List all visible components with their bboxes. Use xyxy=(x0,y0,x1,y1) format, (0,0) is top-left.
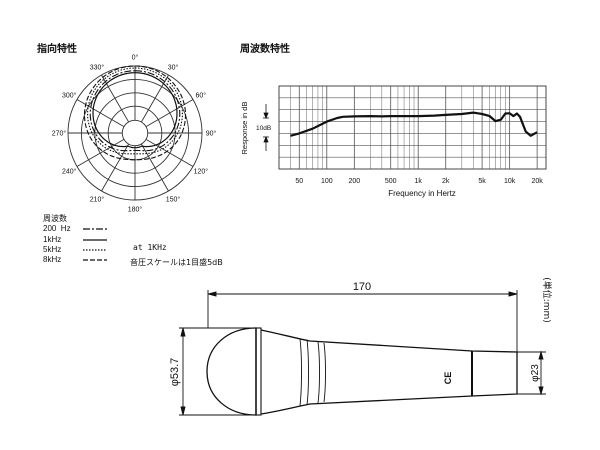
freq-plot-frame xyxy=(278,85,547,170)
legend-item: 8kHz xyxy=(43,255,107,265)
legend-label: 1kHz xyxy=(43,234,62,244)
polar-angle-label: 60° xyxy=(196,92,207,100)
freq-title: 周波数特性 xyxy=(240,44,290,55)
legend-label: 200 Hz xyxy=(43,224,71,234)
freq-tick-label: 2k xyxy=(442,178,450,185)
legend-label: 8kHz xyxy=(43,255,62,265)
legend-swatch xyxy=(83,249,107,251)
legend-item: 1kHz xyxy=(43,235,107,245)
freq-tick-label: 200 xyxy=(348,178,360,185)
unit-label: (単位:mm) xyxy=(541,277,553,323)
legend-title: 周波数 xyxy=(43,214,67,223)
legend-label: 5kHz xyxy=(43,244,62,254)
polar-spoke xyxy=(76,99,125,128)
freq-tick-label: 500 xyxy=(385,178,397,185)
freq-ylabel: Response in dB xyxy=(240,102,249,155)
mic-grille xyxy=(206,327,257,416)
polar-angle-label: 0° xyxy=(132,54,139,62)
legend-swatch xyxy=(83,239,107,241)
polar-angle-label: 150° xyxy=(166,195,181,203)
polar-angle-label: 90° xyxy=(206,130,217,138)
polar-grid xyxy=(67,65,203,201)
polar-angle-label: 210° xyxy=(90,195,105,203)
note-reference: at 1KHz xyxy=(133,243,167,252)
polar-spoke xyxy=(145,138,194,167)
polar-angle-label: 180° xyxy=(128,206,143,214)
polar-angle-label: 300° xyxy=(62,92,77,100)
legend-item: 5kHz xyxy=(43,245,107,255)
polar-curves xyxy=(83,65,187,161)
ce-mark-icon: CE xyxy=(443,372,453,385)
polar-spoke xyxy=(76,138,125,167)
freq-tick-label: 5k xyxy=(478,178,486,185)
polar-angle-label: 330° xyxy=(90,64,105,72)
freq-tick-label: 10k xyxy=(504,178,516,185)
freq-tick-label: 100 xyxy=(321,178,333,185)
tail-diameter-label: φ23 xyxy=(530,364,541,382)
polar-curve xyxy=(89,70,181,152)
legend-swatch xyxy=(83,259,107,261)
legend-swatch xyxy=(83,228,107,231)
polar-title: 指向特性 xyxy=(37,44,77,55)
freq-grid xyxy=(278,85,547,170)
polar-spoke xyxy=(140,74,169,123)
mic-body xyxy=(260,329,518,415)
freq-response-line xyxy=(290,111,538,137)
head-diameter-label: φ53.7 xyxy=(169,358,181,387)
freq-tick-label: 20k xyxy=(531,178,543,185)
freq-tick-label: 1k xyxy=(415,178,423,185)
note-scale: 音圧スケールは1目盛5dB xyxy=(130,258,223,267)
freq-tick-label: 50 xyxy=(295,178,303,185)
polar-angle-label: 30° xyxy=(168,64,179,72)
scale-marker xyxy=(263,104,269,151)
scale-label: 10dB xyxy=(256,125,271,132)
polar-spoke xyxy=(101,74,130,123)
polar-spoke xyxy=(101,143,130,192)
polar-angle-label: 120° xyxy=(194,168,209,176)
polar-curve xyxy=(87,67,183,155)
freq-xlabel: Frequency in Hertz xyxy=(388,189,456,198)
polar-angle-label: 240° xyxy=(62,168,77,176)
polar-angle-labels: 0° 30° 60° 90° 120° 150° 180° 210° 240° 270° 300° 3… xyxy=(52,54,217,214)
mic-ring xyxy=(255,327,262,416)
legend-item: 200 Hz xyxy=(43,224,107,234)
polar-angle-label: 270° xyxy=(52,130,67,138)
polar-curve xyxy=(83,65,187,161)
polar-spoke xyxy=(145,99,194,128)
polar-spoke xyxy=(140,143,169,192)
polar-curve xyxy=(92,72,178,149)
length-label: 170 xyxy=(353,281,371,293)
freq-tick-labels: 50 100 200 500 1k 2k 5k 10k 20k xyxy=(295,178,543,185)
